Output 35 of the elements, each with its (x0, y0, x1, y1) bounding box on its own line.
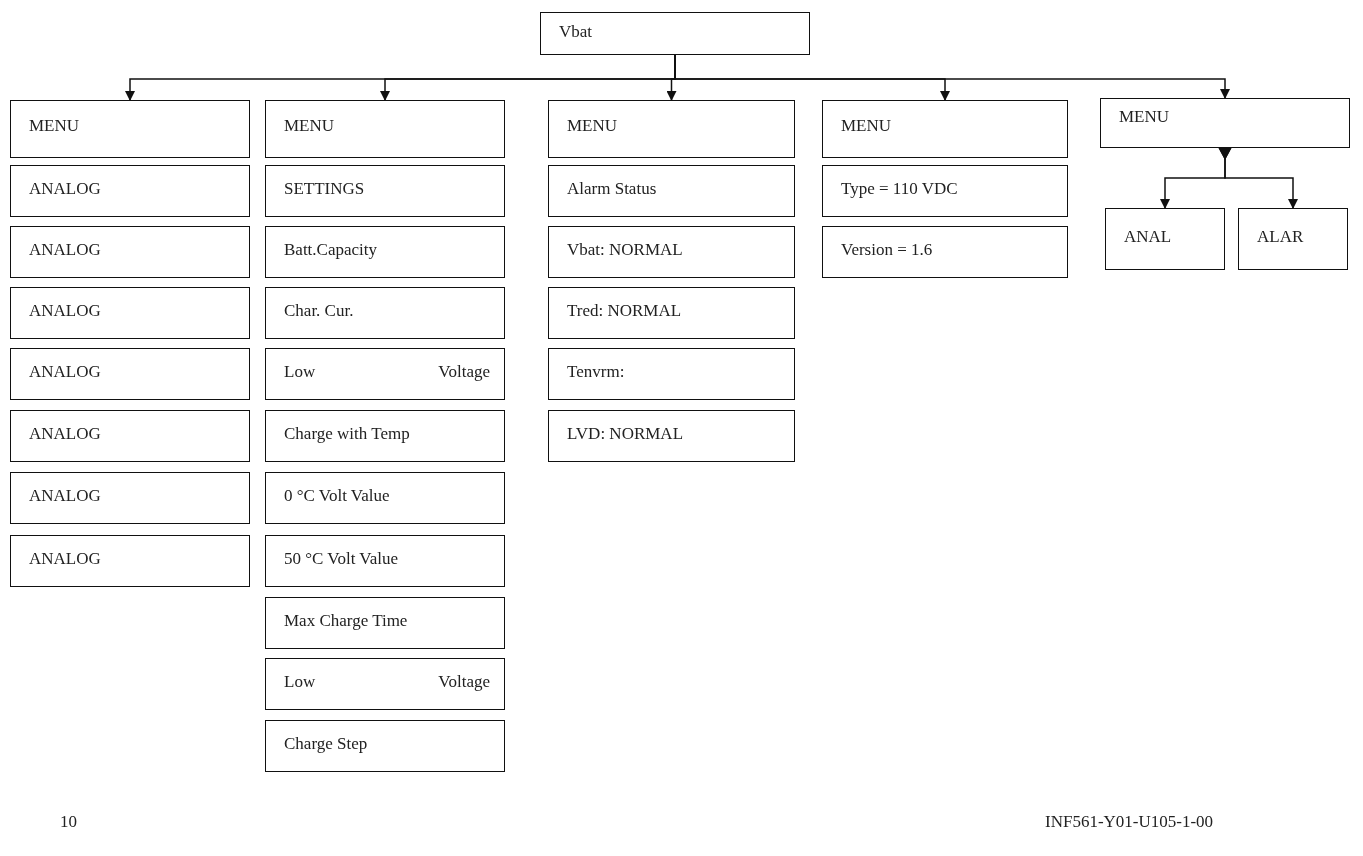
menu-box: MENU (10, 100, 250, 158)
menu-box: ANALOG (10, 472, 250, 524)
menu-box: Charge Step (265, 720, 505, 772)
menu-box: Vbat: NORMAL (548, 226, 795, 278)
menu-box: Low Voltage (265, 348, 505, 400)
menu-box: Max Charge Time (265, 597, 505, 649)
menu-box: MENU (265, 100, 505, 158)
menu-box: MENU (822, 100, 1068, 158)
menu-box: Low Voltage (265, 658, 505, 710)
menu-box: Char. Cur. (265, 287, 505, 339)
menu-box: ANAL (1105, 208, 1225, 270)
menu-box: SETTINGS (265, 165, 505, 217)
menu-box: Tred: NORMAL (548, 287, 795, 339)
menu-box: LVD: NORMAL (548, 410, 795, 462)
menu-box: MENU (1100, 98, 1350, 148)
menu-box: ANALOG (10, 348, 250, 400)
menu-box: Vbat (540, 12, 810, 55)
menu-box: Version = 1.6 (822, 226, 1068, 278)
menu-box: ANALOG (10, 410, 250, 462)
menu-box: 0 °C Volt Value (265, 472, 505, 524)
menu-box: Charge with Temp (265, 410, 505, 462)
arrow (1218, 147, 1298, 209)
menu-box: ALAR (1238, 208, 1348, 270)
menu-box: Tenvrm: (548, 348, 795, 400)
menu-box: ANALOG (10, 165, 250, 217)
document-code: INF561-Y01-U105-1-00 (1045, 812, 1214, 832)
menu-box: Alarm Status (548, 165, 795, 217)
menu-box: Type = 110 VDC (822, 165, 1068, 217)
menu-box: ANALOG (10, 287, 250, 339)
menu-box: Batt.Capacity (265, 226, 505, 278)
menu-box: ANALOG (10, 226, 250, 278)
page-number: 10 (60, 812, 77, 832)
menu-box: 50 °C Volt Value (265, 535, 505, 587)
menu-box: MENU (548, 100, 795, 158)
menu-box: ANALOG (10, 535, 250, 587)
